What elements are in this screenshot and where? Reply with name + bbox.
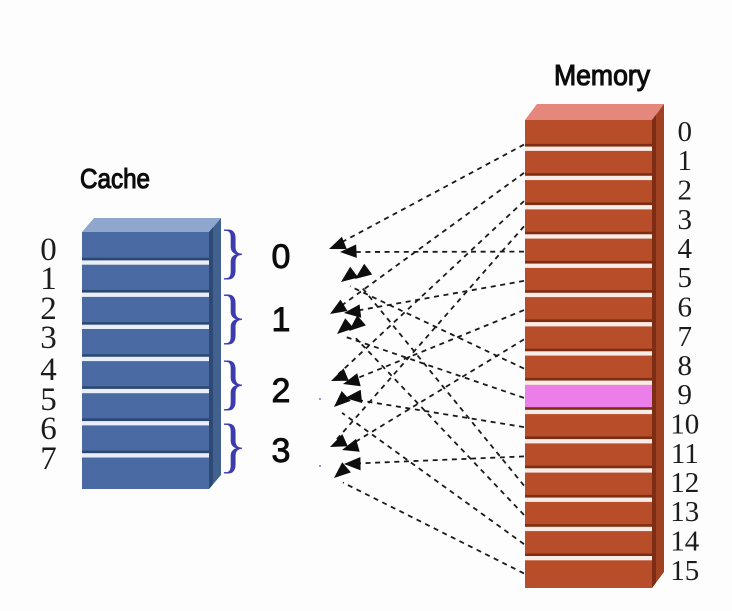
svg-text:3: 3 <box>272 432 291 470</box>
svg-text:3: 3 <box>678 204 693 236</box>
svg-text:7: 7 <box>40 441 57 477</box>
svg-text:2: 2 <box>678 175 693 207</box>
svg-text:3: 3 <box>40 320 57 356</box>
svg-text:13: 13 <box>670 496 699 528</box>
svg-text:4: 4 <box>678 233 693 265</box>
svg-text:2: 2 <box>272 372 291 410</box>
svg-text:1: 1 <box>272 301 291 339</box>
svg-text:Cache: Cache <box>80 163 150 194</box>
svg-text:}: } <box>219 219 248 285</box>
svg-text:}: } <box>219 413 248 479</box>
svg-text:}: } <box>219 284 248 350</box>
svg-text:9: 9 <box>678 379 693 411</box>
svg-text:12: 12 <box>670 467 699 499</box>
svg-text:Memory: Memory <box>554 60 650 92</box>
svg-text:}: } <box>219 350 248 416</box>
svg-text:10: 10 <box>670 409 699 441</box>
svg-text:0: 0 <box>272 238 291 276</box>
svg-text:14: 14 <box>670 526 700 558</box>
svg-text:5: 5 <box>678 262 693 294</box>
svg-text:8: 8 <box>678 350 693 382</box>
svg-text:15: 15 <box>670 555 699 587</box>
svg-text:11: 11 <box>671 438 699 470</box>
svg-text:1: 1 <box>678 145 693 177</box>
svg-text:6: 6 <box>678 292 693 324</box>
svg-text:0: 0 <box>678 116 693 148</box>
svg-text:7: 7 <box>678 321 693 353</box>
